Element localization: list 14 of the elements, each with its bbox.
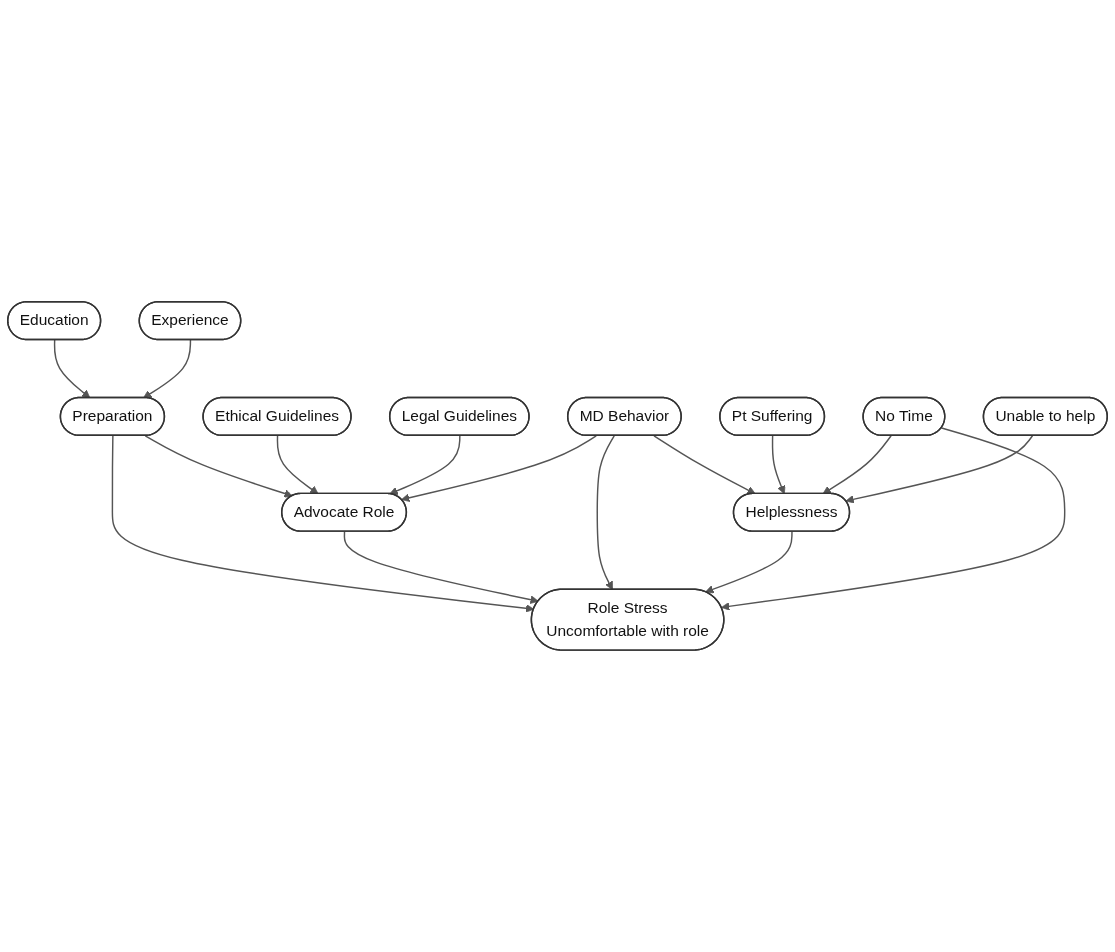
arrow [401, 435, 597, 502]
arrow [771, 435, 786, 495]
arrow [389, 435, 461, 495]
arrow [845, 435, 1034, 504]
arrow [822, 435, 892, 495]
arrow [721, 427, 1066, 611]
arrow [144, 435, 293, 498]
arrow [596, 435, 615, 591]
arrow [276, 435, 319, 495]
arrow [343, 530, 539, 604]
arrow [143, 339, 192, 399]
arrow [705, 530, 793, 594]
arrow [53, 339, 91, 399]
arrow [653, 435, 756, 495]
